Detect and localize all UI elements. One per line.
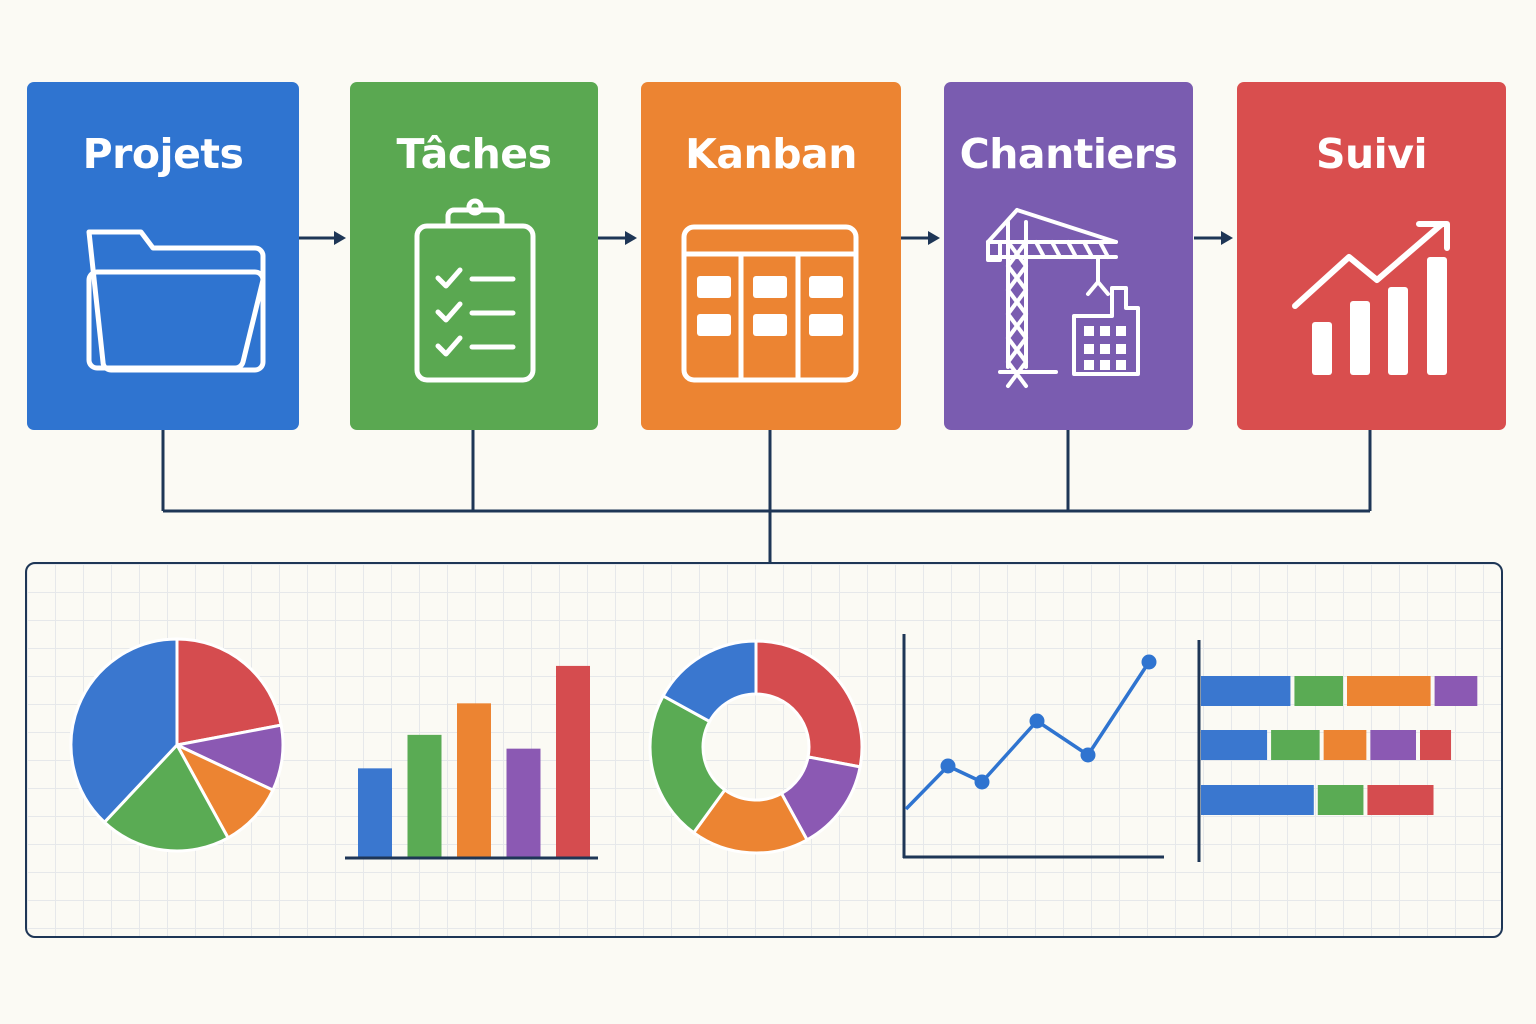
crane-jib-brace (1034, 240, 1046, 259)
hbar-segment (1201, 676, 1291, 706)
crane-tie (986, 208, 1019, 244)
kanban-card (697, 276, 731, 298)
crane-counterweight (986, 240, 1002, 262)
building-window (1116, 360, 1126, 370)
clipboard-hole (466, 198, 484, 216)
arrow-head-icon (334, 231, 346, 245)
trend-bar (1312, 322, 1332, 375)
bar (358, 768, 392, 857)
hbar-segment (1367, 785, 1434, 815)
module-kanban: Kanban (641, 82, 901, 430)
donut-slice (661, 639, 758, 724)
crane-jib-brace (1066, 240, 1078, 259)
pie-slice (69, 637, 179, 825)
bar (457, 703, 491, 857)
clipboard-checklist-icon (414, 198, 536, 383)
donut-slice (648, 693, 727, 835)
module-taches: Tâches (350, 82, 598, 430)
hbar-segment (1370, 730, 1416, 760)
hbar-segment (1201, 730, 1268, 760)
crane-brace (1006, 240, 1028, 268)
crane-jib-brace (1082, 240, 1094, 259)
construction-crane-icon (986, 208, 1140, 388)
building (1072, 286, 1140, 376)
check-icon (435, 335, 463, 357)
building-window (1100, 360, 1110, 370)
bar (506, 748, 541, 857)
hbar-segment (1294, 676, 1343, 706)
folder-icon (86, 229, 266, 373)
kanban-card (753, 276, 787, 298)
crane-jib-brace (1098, 240, 1110, 259)
arrow-head-icon (625, 231, 637, 245)
building-window (1100, 326, 1110, 336)
building-window (1084, 326, 1094, 336)
clipboard-clip (445, 207, 505, 229)
building-window (1100, 344, 1110, 354)
kanban-card (809, 314, 843, 336)
line-series (904, 661, 1151, 811)
trend-bar (1350, 301, 1370, 375)
crane-brace (1006, 312, 1028, 340)
hbar-segment (1317, 785, 1364, 815)
arrow-head-icon (1221, 231, 1233, 245)
hbar-segment (1420, 730, 1452, 760)
line-point (1029, 713, 1045, 729)
pie-slice (102, 742, 231, 853)
crane-brace (1006, 288, 1028, 316)
module-title: Suivi (1315, 130, 1428, 178)
crane-hook (1086, 280, 1110, 296)
module-title: Projets (82, 130, 244, 178)
pie-slice (175, 637, 283, 747)
line-point (940, 758, 956, 774)
crane-brace (1006, 336, 1028, 364)
module-chantiers: Chantiers (944, 82, 1193, 430)
kanban-board-icon (681, 224, 859, 383)
folder-front (86, 269, 266, 371)
kanban-card (809, 276, 843, 298)
kanban-card (697, 314, 731, 336)
check-icon (435, 267, 463, 289)
trend-bar (1388, 287, 1408, 375)
line-point (1141, 654, 1157, 670)
kanban-card (753, 314, 787, 336)
hbar-segment (1201, 785, 1314, 815)
module-title: Kanban (685, 130, 857, 178)
bar (556, 665, 590, 857)
module-title: Chantiers (959, 130, 1178, 178)
trend-bar-chart-icon (1292, 221, 1450, 375)
module-title: Tâches (396, 130, 552, 178)
hbar-segment (1347, 676, 1431, 706)
building-window (1116, 344, 1126, 354)
crane-tie (1015, 208, 1118, 244)
module-suivi: Suivi (1237, 82, 1506, 430)
trend-line (1292, 221, 1445, 309)
building-window (1084, 344, 1094, 354)
line-point (974, 774, 990, 790)
bar (407, 734, 442, 857)
trend-bar (1427, 257, 1447, 375)
line-point (1080, 747, 1096, 763)
hbar-segment (1271, 730, 1320, 760)
building-window (1084, 360, 1094, 370)
arrow-head-icon (928, 231, 940, 245)
kanban-frame (681, 224, 859, 383)
donut-slice (754, 639, 864, 769)
module-projets: Projets (27, 82, 299, 430)
crane-brace (1006, 264, 1028, 292)
check-icon (435, 301, 463, 323)
crane-jib-brace (1050, 240, 1062, 259)
hbar-segment (1323, 730, 1367, 760)
trend-arrow-icon (1416, 221, 1450, 251)
hbar-segment (1434, 676, 1478, 706)
building-window (1116, 326, 1126, 336)
